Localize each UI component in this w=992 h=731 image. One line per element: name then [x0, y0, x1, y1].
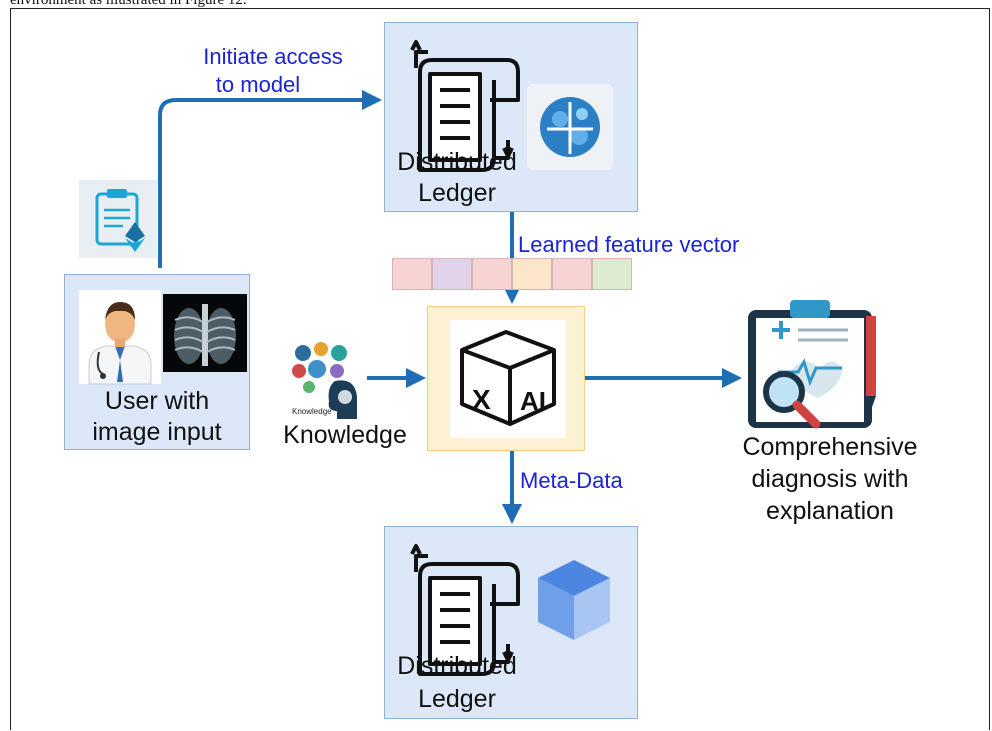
initiate-access-label-1: Initiate access — [203, 44, 343, 69]
initiate-access-label-2: to model — [215, 72, 301, 97]
xai-cube-icon — [450, 320, 566, 438]
clipboard-diagnosis-icon — [748, 300, 876, 429]
ledger-top-label-1: Distributed — [397, 148, 517, 176]
ethereum-document-icon — [79, 180, 157, 258]
feature-vector-cell — [432, 258, 472, 290]
ledger-top-label-2: Ledger — [418, 179, 496, 207]
knowledge-head-icon — [292, 342, 357, 419]
meta-data-label: Meta-Data — [520, 468, 623, 493]
xai-ai-label: AI — [520, 386, 546, 416]
user-label-1: User with — [104, 387, 210, 415]
diagnosis-label-3: explanation — [766, 497, 894, 525]
xai-x-label: X — [472, 384, 491, 415]
blockchain-cube-icon — [538, 560, 610, 640]
feature-vector-cell — [472, 258, 512, 290]
user-label-2: image input — [92, 418, 222, 446]
chest-xray-icon — [163, 294, 247, 372]
ledger-scroll-icon — [410, 40, 520, 172]
ai-brain-icon — [527, 84, 613, 170]
feature-vector-cell — [592, 258, 632, 290]
ledger-bottom-label-2: Ledger — [418, 685, 496, 713]
doctor-avatar-icon — [79, 290, 161, 385]
feature-vector-cell — [552, 258, 592, 290]
knowledge-small-label: Knowledge — [292, 407, 332, 416]
caption-fragment: environment as illustrated in Figure 12. — [10, 0, 247, 8]
diagnosis-label-2: diagnosis with — [751, 465, 909, 493]
ledger-scroll-icon-bottom — [410, 544, 520, 676]
diagnosis-label-1: Comprehensive — [742, 433, 918, 461]
ledger-bottom-label-1: Distributed — [397, 652, 517, 680]
knowledge-label: Knowledge — [283, 421, 407, 449]
feature-vector-cell — [512, 258, 552, 290]
figure-frame — [10, 8, 990, 730]
feature-vector-cell — [392, 258, 432, 290]
arrow-user-to-ledger — [158, 90, 382, 268]
feature-vector-label: Learned feature vector — [518, 232, 740, 257]
